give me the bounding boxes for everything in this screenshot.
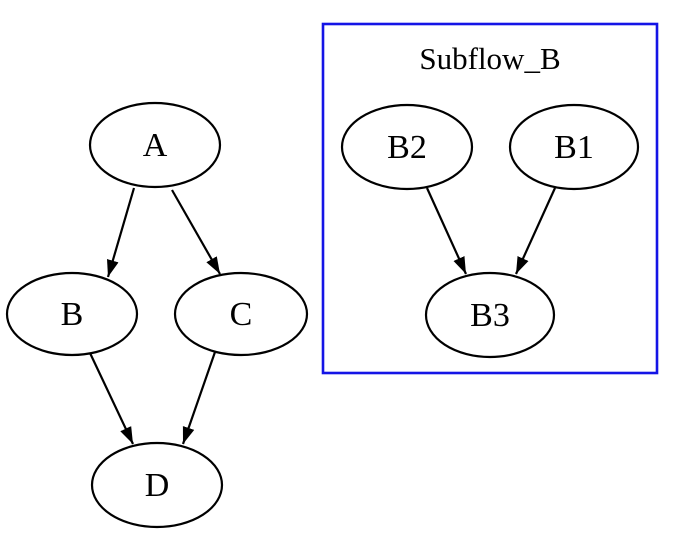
edge-C-D [181,351,217,445]
node-B: B [5,271,139,357]
node-label-A: A [143,127,168,164]
cluster-subflow-b-label: Subflow_B [419,41,560,76]
node-B3: B3 [424,271,556,359]
node-C: C [173,271,309,357]
node-label-B3: B3 [470,297,510,334]
node-B1: B1 [508,103,640,191]
node-shape-A [88,101,222,189]
node-shape-B2 [340,103,474,191]
cluster-subflow-b-border [321,22,659,375]
node-label-D: D [145,467,170,504]
node-label-B2: B2 [387,129,427,166]
edge-B-D [89,352,134,445]
edge-B1-B3 [514,187,557,275]
node-label-C: C [230,296,253,333]
node-B2: B2 [340,103,474,191]
edge-A-C [171,189,221,275]
node-shape-B3 [424,271,556,359]
node-shape-D [90,441,224,529]
node-D: D [90,441,224,529]
node-shape-B1 [508,103,640,191]
node-A: A [88,101,222,189]
node-shape-C [173,271,309,357]
node-label-B: B [61,296,84,333]
node-label-B1: B1 [554,129,594,166]
edge-A-B [106,187,136,278]
edge-B2-B3 [425,187,468,275]
node-shape-B [5,271,139,357]
